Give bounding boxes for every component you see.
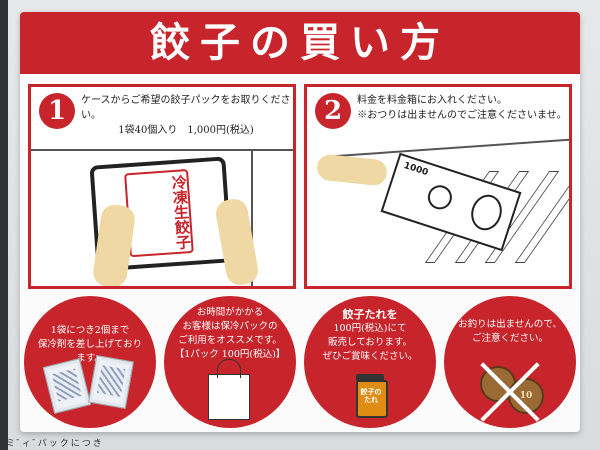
step-1-panel: 1 ケースからご希望の餃子パックをお取りください。 1袋40個入り 1,000円… [28, 84, 296, 289]
step-2-panel: 2 料金を料金箱にお入れください。 ※おつりは出ませんのでご注意くださいませ。 … [304, 84, 572, 289]
cross-icon [474, 360, 546, 424]
info-line: 100円(税込)にて [333, 323, 407, 334]
step-main-text: 料金を料金箱にお入れください。 [357, 95, 507, 106]
banknote-portrait [466, 190, 507, 235]
step-sub-text: ※おつりは出ませんのでご注意くださいませ。 [357, 110, 567, 121]
info-text: 1袋につき2個まで 保冷剤を差し上げております。 [34, 324, 146, 366]
info-line: ぜひご賞味ください。 [322, 351, 418, 362]
info-line: 【1パック 100円(税込)】 [174, 349, 286, 360]
ice-pack-icon [42, 358, 92, 414]
info-line: ご利用をオススメです。 [178, 335, 282, 346]
step-main-text: ケースからご希望の餃子パックをお取りください。 [81, 95, 291, 121]
info-circle-sauce: 餃子たれを 100円(税込)にて 販売しております。 ぜひご賞味ください。 餃子… [304, 296, 436, 428]
step-instruction: 料金を料金箱にお入れください。 ※おつりは出ませんのでご注意くださいませ。 [357, 93, 567, 123]
info-line: 保冷剤を差し上げております。 [37, 339, 143, 364]
sauce-label: 餃子のたれ [360, 387, 382, 404]
shelf-line [251, 149, 253, 286]
step-number: 1 [39, 93, 75, 129]
info-text: お時間がかかる お客様は保冷パックの ご利用をオススメです。 【1パック 100… [174, 306, 286, 362]
info-line: お客様は保冷パックの [182, 321, 278, 332]
info-line: 1袋につき2個まで [50, 325, 130, 336]
info-text: 餃子たれを 100円(税込)にて 販売しております。 ぜひご賞味ください。 [314, 308, 426, 364]
step-number: 2 [315, 93, 351, 129]
wall-edge [0, 0, 8, 450]
pack-label: 冷凍生餃子 [124, 169, 194, 258]
sauce-bottle-icon: 餃子のたれ [356, 374, 388, 418]
ice-pack-icon [88, 355, 134, 409]
info-circle-ice-pack: 1袋につき2個まで 保冷剤を差し上げております。 [24, 296, 156, 428]
info-circle-no-change: お釣りは出ませんので、 ご注意ください。 10 [444, 296, 576, 428]
step-sub-text: 1袋40個入り 1,000円(税込) [118, 125, 254, 136]
shelf-line [327, 138, 569, 158]
shopping-bag-icon [208, 359, 250, 420]
banknote-watermark [424, 182, 456, 213]
info-line: お釣りは出ませんので、 [458, 319, 562, 330]
info-circle-cool-bag: お時間がかかる お客様は保冷パックの ご利用をオススメです。 【1パック 100… [164, 296, 296, 428]
hand-icon [315, 153, 389, 187]
right-hand-icon [213, 196, 261, 286]
poster: 餃子の買い方 1 ケースからご希望の餃子パックをお取りください。 1袋40個入り… [20, 12, 580, 432]
banknote-amount: 1000 [402, 160, 430, 179]
info-line: お時間がかかる [196, 307, 264, 318]
info-headline: 餃子たれを [342, 308, 398, 321]
info-line: 販売しております。 [328, 337, 412, 348]
poster-title: 餃子の買い方 [20, 12, 580, 74]
shelf-line [31, 149, 293, 151]
info-text: お釣りは出ませんので、 ご注意ください。 [454, 318, 566, 346]
step-instruction: ケースからご希望の餃子パックをお取りください。 1袋40個入り 1,000円(税… [81, 93, 291, 138]
cropped-text-below: ミ ̄ィ ̄パックにつき [6, 439, 104, 449]
info-line: ご注意ください。 [471, 333, 548, 344]
